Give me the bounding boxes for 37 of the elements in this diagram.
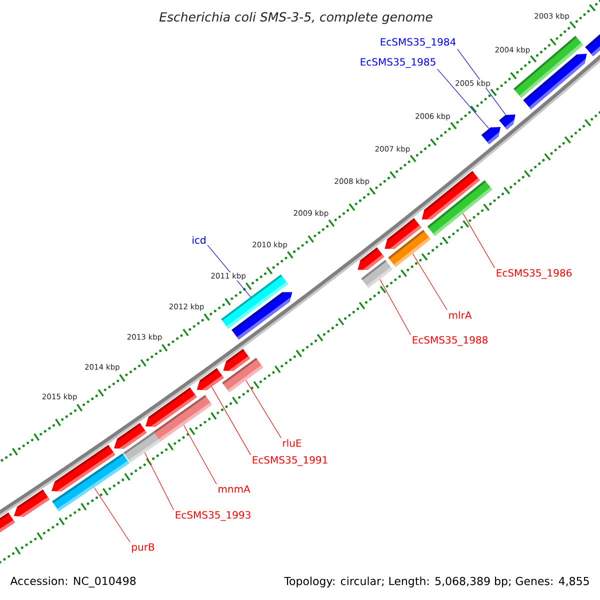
gene-feature xyxy=(51,444,116,492)
gene-feature xyxy=(384,218,422,249)
leader-line xyxy=(380,279,411,336)
gene-label: mlrA xyxy=(449,311,472,319)
leader-line xyxy=(211,386,251,456)
gene-feature xyxy=(114,422,147,449)
gene-label: EcSMS35_1984 xyxy=(380,38,456,48)
footer-text: Topology: circular; Length: 5,068,389 bp; Genes: 4,855 xyxy=(284,576,589,588)
gene-feature xyxy=(481,126,501,144)
leader-line xyxy=(246,380,282,438)
title: Escherichia coli SMS-3-5, complete genome xyxy=(159,12,432,24)
gene-feature xyxy=(0,512,15,534)
gene-label: EcSMS35_1986 xyxy=(496,269,572,279)
gene-label: EcSMS35_1991 xyxy=(252,456,328,466)
gene-label: icd xyxy=(192,236,206,244)
gene-label: mnmA xyxy=(218,485,250,493)
gene-feature xyxy=(422,170,480,220)
gene-feature xyxy=(196,368,224,390)
footer-text: Accession: NC_010498 xyxy=(10,576,136,588)
leader-line xyxy=(144,452,174,510)
leader-line xyxy=(462,213,495,268)
gene-feature xyxy=(14,490,50,517)
gene-label: EcSMS35_1985 xyxy=(360,58,436,68)
leader-line xyxy=(457,48,506,116)
gene-feature xyxy=(499,114,516,130)
gene-label: rluE xyxy=(283,439,302,447)
leader-line xyxy=(412,253,448,310)
gene-feature xyxy=(358,247,384,270)
leader-line xyxy=(437,68,490,129)
gene-label: purB xyxy=(132,543,154,553)
leader-line xyxy=(183,424,217,484)
gene-feature xyxy=(223,348,250,371)
gene-label: EcSMS35_1993 xyxy=(176,511,250,521)
gene-feature xyxy=(232,292,292,340)
gene-label: EcSMS35_1988 xyxy=(412,336,488,346)
leader-line xyxy=(94,487,130,542)
gene-feature xyxy=(145,387,197,427)
